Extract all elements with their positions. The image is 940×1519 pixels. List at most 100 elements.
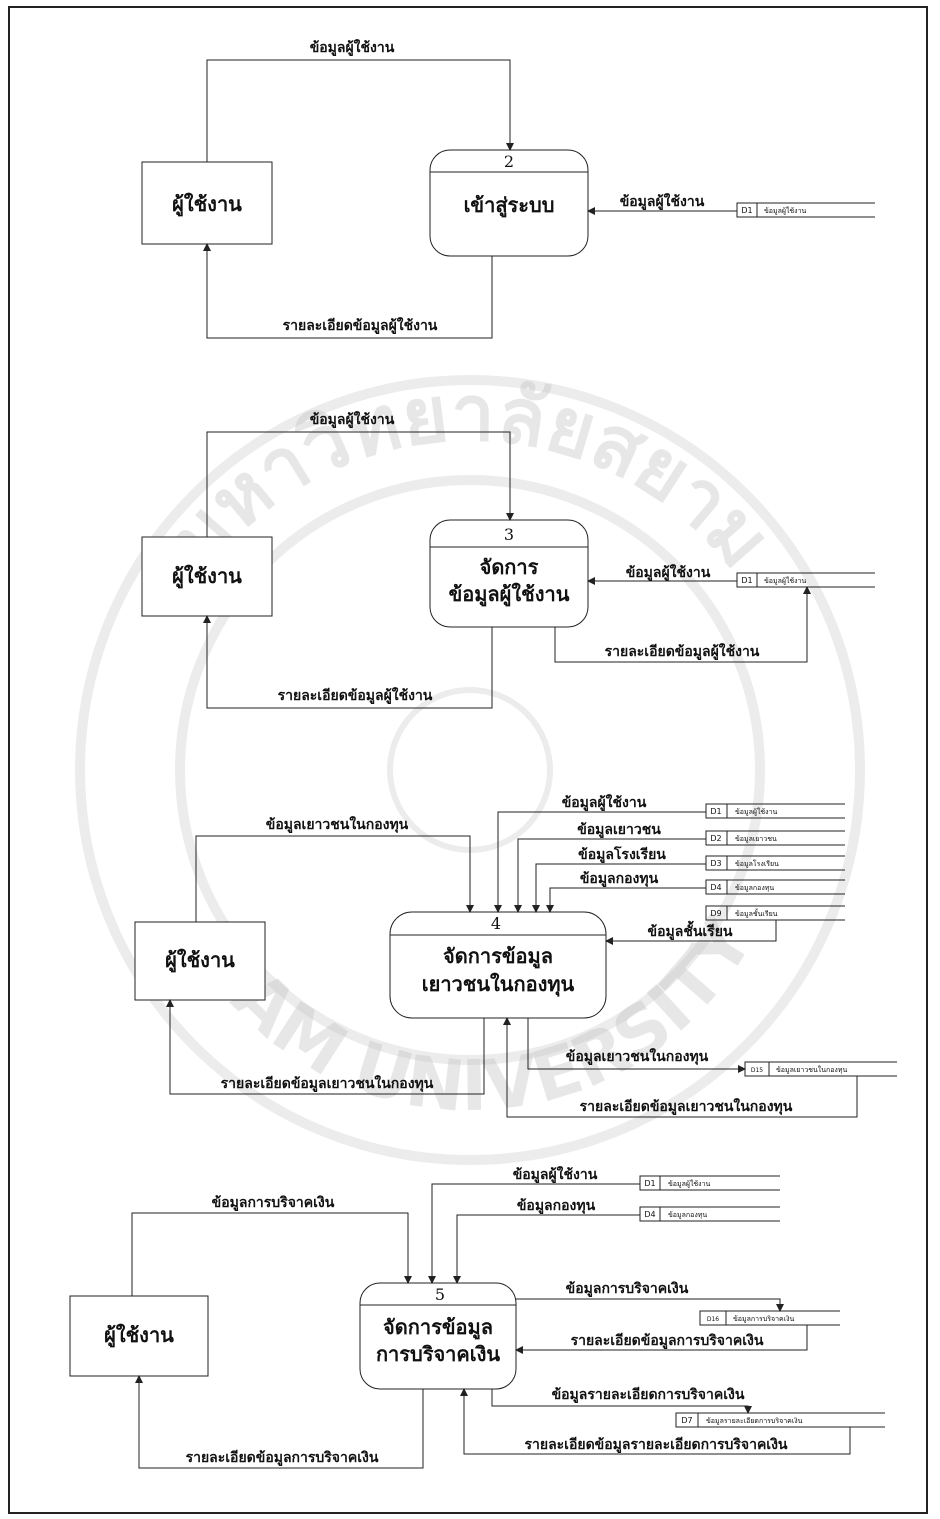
datastore-id: D4 bbox=[710, 883, 721, 892]
flow-label-top: ข้อมูลผู้ใช้งาน bbox=[310, 38, 395, 56]
flow-line-bottom bbox=[203, 615, 493, 709]
flow-label-datastore-in: ข้อมูลผู้ใช้งาน bbox=[513, 1165, 598, 1183]
flow-line-bottom bbox=[203, 243, 493, 339]
flow-line-datastore-in bbox=[532, 863, 706, 913]
datastore-id: D2 bbox=[710, 834, 721, 843]
process-label-line1: จัดการ bbox=[480, 555, 539, 579]
datastore-name: ข้อมูลผู้ใช้งาน bbox=[735, 807, 778, 816]
datastore-name: ข้อมูลการบริจาคเงิน bbox=[733, 1315, 795, 1323]
datastore-name: ข้อมูลกองทุน bbox=[735, 884, 774, 892]
datastore: D1 ข้อมูลผู้ใช้งาน bbox=[639, 1175, 780, 1191]
flow-line-datastore-write bbox=[516, 1298, 784, 1312]
process-label-line2: การบริจาคเงิน bbox=[376, 1342, 500, 1366]
flow-label-datastore-write: ข้อมูลรายละเอียดการบริจาคเงิน bbox=[552, 1387, 745, 1403]
flow-line-top bbox=[206, 431, 514, 537]
datastore-name: ข้อมูลผู้ใช้งาน bbox=[668, 1179, 711, 1188]
process-label-line1: เข้าสู่ระบบ bbox=[464, 193, 555, 219]
datastore: D7 ข้อมูลรายละเอียดการบริจาคเงิน bbox=[675, 1412, 885, 1428]
process-label-line2: เยาวชนในกองทุน bbox=[422, 972, 575, 997]
flow-label-datastore-write: ข้อมูลการบริจาคเงิน bbox=[566, 1281, 689, 1297]
external-entity-box bbox=[69, 1295, 209, 1377]
process-label-line2: ข้อมูลผู้ใช้งาน bbox=[449, 582, 570, 608]
datastore: D1 ข้อมูลผู้ใช้งาน bbox=[736, 202, 875, 218]
datastore-id: D16 bbox=[707, 1316, 719, 1323]
process-label-line1: จัดการข้อมูล bbox=[383, 1315, 493, 1341]
datastore: D9 ข้อมูลชั้นเรียน bbox=[705, 905, 845, 921]
flow-line-top bbox=[131, 1212, 412, 1296]
datastore-id: D1 bbox=[741, 206, 752, 215]
dfd-process-2-diagram: ผู้ใช้งาน 2 เข้าสู่ระบบ ข้อมูลผู้ใช้งาน … bbox=[141, 38, 875, 339]
page-border bbox=[8, 6, 928, 1514]
datastore-name: ข้อมูลผู้ใช้งาน bbox=[764, 576, 807, 585]
flow-line-datastore-read bbox=[460, 1388, 851, 1455]
process-number: 2 bbox=[504, 152, 514, 171]
process-number: 5 bbox=[435, 1285, 445, 1304]
external-entity-label: ผู้ใช้งาน bbox=[104, 1323, 174, 1349]
datastore-id: D1 bbox=[741, 576, 752, 585]
flow-label-datastore-in: ข้อมูลเยาวชน bbox=[577, 822, 661, 838]
flow-label-datastore-in: ข้อมูลกองทุน bbox=[517, 1198, 596, 1214]
flow-line-datastore-in bbox=[546, 887, 706, 913]
datastore-name: ข้อมูลเยาวชนในกองทุน bbox=[776, 1065, 847, 1074]
datastore: D2 ข้อมูลเยาวชน bbox=[705, 830, 845, 846]
dfd-process-5-diagram: ผู้ใช้งาน 5 จัดการข้อมูล การบริจาคเงิน ข… bbox=[69, 1165, 885, 1469]
flow-line-datastore-in bbox=[605, 920, 777, 945]
flow-label-datastore-read: รายละเอียดข้อมูลการบริจาคเงิน bbox=[571, 1333, 764, 1349]
external-entity-box bbox=[134, 921, 266, 1001]
datastore-name: ข้อมูลกองทุน bbox=[668, 1211, 707, 1219]
flow-label-datastore-in: ข้อมูลผู้ใช้งาน bbox=[620, 192, 705, 210]
process-label-line1: จัดการข้อมูล bbox=[443, 944, 553, 970]
flow-label-datastore-write: ข้อมูลเยาวชนในกองทุน bbox=[566, 1047, 709, 1065]
process-box bbox=[359, 1282, 517, 1390]
flow-label-datastore-in: ข้อมูลผู้ใช้งาน bbox=[562, 793, 647, 811]
datastore-id: D4 bbox=[644, 1210, 655, 1219]
datastore: D15 ข้อมูลเยาวชนในกองทุน bbox=[744, 1061, 897, 1077]
flow-line-datastore-read bbox=[503, 1017, 858, 1118]
datastore: D4 ข้อมูลกองทุน bbox=[705, 879, 845, 895]
flow-label-datastore-out: รายละเอียดข้อมูลผู้ใช้งาน bbox=[605, 642, 760, 660]
flow-line-bottom bbox=[166, 999, 485, 1095]
flow-label-datastore-read: รายละเอียดข้อมูลรายละเอียดการบริจาคเงิน bbox=[524, 1437, 787, 1453]
flow-line-datastore-in bbox=[514, 838, 706, 913]
datastore-name: ข้อมูลผู้ใช้งาน bbox=[764, 206, 807, 215]
external-entity-label: ผู้ใช้งาน bbox=[172, 564, 242, 590]
flow-label-top: ข้อมูลเยาวชนในกองทุน bbox=[266, 815, 409, 833]
datastore-id: D9 bbox=[710, 909, 721, 918]
datastore-id: D1 bbox=[644, 1179, 655, 1188]
flow-line-datastore-in bbox=[428, 1183, 640, 1284]
datastore: D4 ข้อมูลกองทุน bbox=[639, 1206, 780, 1222]
flow-label-datastore-in: ข้อมูลผู้ใช้งาน bbox=[626, 563, 711, 581]
flow-line-bottom bbox=[135, 1375, 424, 1469]
datastore-name: ข้อมูลเยาวชน bbox=[735, 835, 777, 843]
flow-line-datastore-in bbox=[494, 811, 706, 913]
flow-label-bottom: รายละเอียดข้อมูลผู้ใช้งาน bbox=[283, 316, 438, 334]
flow-line-datastore-write bbox=[527, 1018, 746, 1073]
external-entity-box bbox=[141, 536, 273, 617]
external-entity-label: ผู้ใช้งาน bbox=[165, 948, 235, 974]
datastore: D3 ข้อมูลโรงเรียน bbox=[705, 855, 845, 871]
datastore-id: D7 bbox=[681, 1416, 692, 1425]
process-number: 4 bbox=[491, 914, 501, 933]
flow-line-datastore-out bbox=[554, 586, 811, 663]
external-entity-label: ผู้ใช้งาน bbox=[172, 192, 242, 218]
flow-label-datastore-in: ข้อมูลชั้นเรียน bbox=[648, 920, 733, 940]
flow-line-datastore-read bbox=[515, 1325, 808, 1354]
datastore-name: ข้อมูลรายละเอียดการบริจาคเงิน bbox=[706, 1417, 803, 1425]
flow-line-datastore-in bbox=[453, 1214, 640, 1284]
datastore-id: D3 bbox=[710, 859, 721, 868]
flow-label-datastore-in: ข้อมูลกองทุน bbox=[580, 871, 659, 887]
flow-label-bottom: รายละเอียดข้อมูลการบริจาคเงิน bbox=[186, 1450, 379, 1466]
datastore-id: D15 bbox=[751, 1067, 763, 1074]
flow-label-bottom: รายละเอียดข้อมูลผู้ใช้งาน bbox=[278, 686, 433, 704]
datastore-id: D1 bbox=[710, 807, 721, 816]
datastore: D16 ข้อมูลการบริจาคเงิน bbox=[699, 1310, 840, 1326]
process-number: 3 bbox=[504, 525, 514, 544]
dfd-process-4-diagram: ผู้ใช้งาน 4 จัดการข้อมูล เยาวชนในกองทุน … bbox=[134, 793, 897, 1118]
dfd-process-3-diagram: ผู้ใช้งาน 3 จัดการ ข้อมูลผู้ใช้งาน ข้อมู… bbox=[141, 410, 875, 709]
flow-label-datastore-in: ข้อมูลโรงเรียน bbox=[578, 845, 666, 863]
datastore-name: ข้อมูลโรงเรียน bbox=[735, 859, 779, 868]
flow-label-bottom: รายละเอียดข้อมูลเยาวชนในกองทุน bbox=[221, 1074, 434, 1092]
datastore-name: ข้อมูลชั้นเรียน bbox=[735, 907, 778, 918]
flow-line-top bbox=[195, 835, 474, 922]
